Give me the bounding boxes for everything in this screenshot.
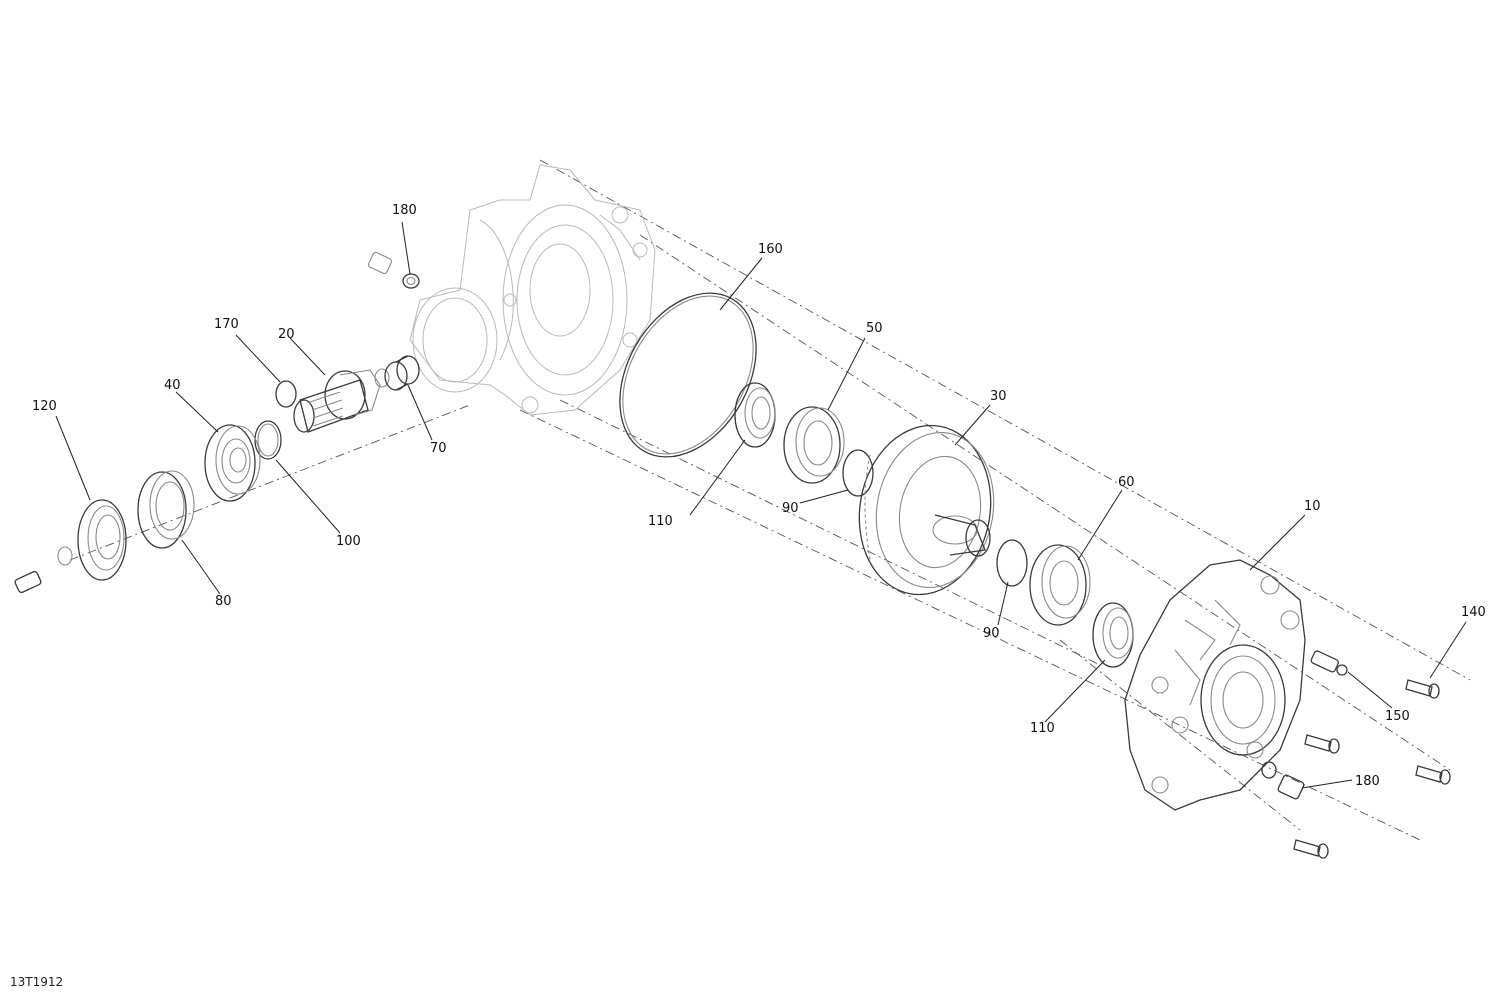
- callout-20: 20: [278, 327, 295, 342]
- ball-bearing-pinion: [204, 424, 261, 502]
- pinion-shaft: [293, 368, 390, 433]
- spline-nut: [137, 470, 195, 549]
- callout-30: 30: [990, 389, 1007, 404]
- callout-90-left: 90: [782, 501, 799, 516]
- drawing-code: 13T1912: [10, 975, 64, 989]
- plug-upper: [367, 251, 420, 289]
- front-bolt: [14, 546, 73, 594]
- needle-bearing: [384, 355, 420, 391]
- callout-40: 40: [164, 378, 181, 393]
- shim-gear-left: [842, 449, 874, 497]
- callout-160: 160: [758, 242, 783, 257]
- callout-180-upper: 180: [392, 203, 417, 218]
- callout-50: 50: [866, 321, 883, 336]
- shim-ring: [254, 420, 282, 460]
- oil-seal-rear: [1092, 602, 1134, 668]
- assembly-axis-lines: [69, 159, 1471, 841]
- callout-140: 140: [1461, 605, 1486, 620]
- callout-170: 170: [214, 317, 239, 332]
- ball-bearing-gear-left: [783, 406, 845, 484]
- callout-120: 120: [32, 399, 57, 414]
- ball-bearing-gear-right: [1029, 544, 1091, 626]
- leader-lines: [55, 221, 1467, 789]
- callout-80: 80: [215, 594, 232, 609]
- callout-labels: 180 160 50 30 60 10 20 170 40 120 70 100…: [32, 203, 1486, 789]
- cover-housing: [1124, 559, 1306, 811]
- callout-180-lower: 180: [1355, 774, 1380, 789]
- callout-60: 60: [1118, 475, 1135, 490]
- plug-lower: [1261, 761, 1305, 800]
- cover-bolts: [1293, 679, 1451, 859]
- callout-70: 70: [430, 441, 447, 456]
- o-ring-large: [619, 292, 757, 458]
- callout-90-right: 90: [983, 626, 1000, 641]
- callout-150: 150: [1385, 709, 1410, 724]
- oil-seal-front: [77, 499, 127, 581]
- ring-gear: [858, 424, 995, 596]
- shim-gear-right: [996, 539, 1028, 587]
- callout-100: 100: [336, 534, 361, 549]
- callout-10: 10: [1304, 499, 1321, 514]
- circlip: [275, 380, 297, 408]
- breather-fitting: [1310, 650, 1348, 676]
- transmission-housing: [409, 164, 656, 416]
- callout-110-rear: 110: [1030, 721, 1055, 736]
- oil-seal-middle: [734, 382, 776, 448]
- callout-110-middle: 110: [648, 514, 673, 529]
